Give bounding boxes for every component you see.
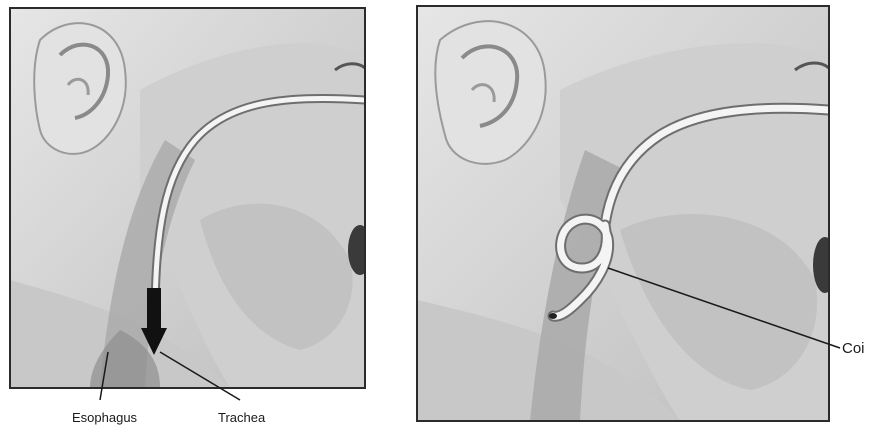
left-mouth (348, 225, 372, 275)
coil-label: Coi (842, 340, 865, 357)
esophagus-label: Esophagus (72, 410, 137, 425)
left-panel (10, 8, 372, 400)
right-panel (417, 6, 840, 421)
right-mouth (813, 237, 837, 293)
trachea-label: Trachea (218, 410, 265, 425)
